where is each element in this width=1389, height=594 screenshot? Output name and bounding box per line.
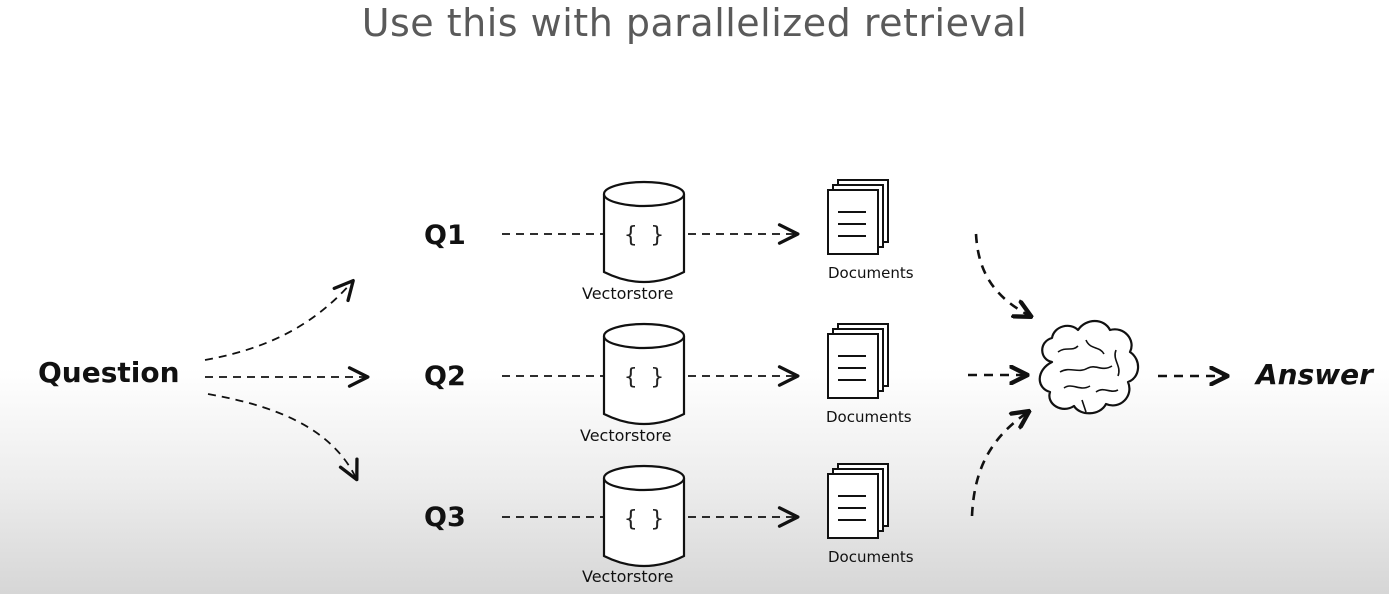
documents-icon [827,463,889,539]
brain-icon [1038,319,1140,415]
vectorstore-braces-icon: { } [624,507,664,532]
vectorstore-icon: { } [602,322,686,426]
vectorstore-icon: { } [602,180,686,284]
vectorstore-label: Vectorstore [580,426,672,445]
arrow-docs3-to-llm [970,412,1028,517]
query-label-q3: Q3 [424,502,466,533]
vectorstore-braces-icon: { } [624,365,664,390]
slide-title: Use this with parallelized retrieval [361,1,1028,45]
documents-label: Documents [828,264,914,282]
answer-label: Answer [1256,358,1373,391]
documents-icon [827,179,889,255]
question-label: Question [38,356,180,389]
vectorstore-label: Vectorstore [582,284,674,303]
vectorstore-icon: { } [602,464,686,568]
vectorstore-label: Vectorstore [582,567,674,586]
documents-label: Documents [828,548,914,566]
arrow-question-to-q3 [207,393,359,482]
documents-label: Documents [826,408,912,426]
vectorstore-braces-icon: { } [624,223,664,248]
documents-icon [827,323,889,399]
arrow-docs1-to-llm [974,233,1030,316]
arrow-question-to-q1 [204,278,355,361]
query-label-q1: Q1 [424,220,466,251]
query-label-q2: Q2 [424,361,466,392]
